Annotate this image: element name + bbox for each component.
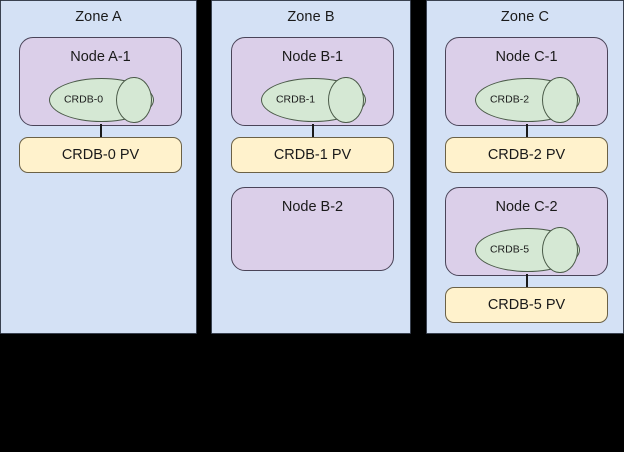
- pv-box-crdb-2[interactable]: CRDB-2 PV: [445, 137, 608, 173]
- cylinder-label-crdb-1: CRDB-1: [275, 93, 316, 106]
- pv-box-crdb-0[interactable]: CRDB-0 PV: [19, 137, 182, 173]
- cylinder-label-crdb-5: CRDB-5: [489, 243, 530, 256]
- pv-label-crdb-0: CRDB-0 PV: [61, 147, 140, 163]
- pv-box-crdb-5[interactable]: CRDB-5 PV: [445, 287, 608, 323]
- pv-box-crdb-1[interactable]: CRDB-1 PV: [231, 137, 394, 173]
- node-container-c-2[interactable]: Node C-2 CRDB-5: [445, 187, 608, 276]
- connector-node-c-1-to-pv: [526, 124, 528, 138]
- cylinder-label-crdb-2: CRDB-2: [489, 93, 530, 106]
- cylinder-cap: [542, 76, 578, 124]
- zone-title-c: Zone C: [500, 9, 550, 25]
- node-title-c-2: Node C-2: [495, 199, 558, 215]
- zone-title-a: Zone A: [75, 9, 122, 25]
- connector-node-a-1-to-pv: [100, 124, 102, 138]
- pv-label-crdb-5: CRDB-5 PV: [487, 297, 566, 313]
- cylinder-cap: [116, 76, 152, 124]
- database-cylinder-crdb-2[interactable]: CRDB-2: [475, 76, 580, 124]
- node-title-c-1: Node C-1: [495, 49, 558, 65]
- node-title-b-2: Node B-2: [281, 199, 344, 215]
- cylinder-cap: [328, 76, 364, 124]
- database-cylinder-crdb-5[interactable]: CRDB-5: [475, 226, 580, 274]
- node-title-b-1: Node B-1: [281, 49, 344, 65]
- pv-label-crdb-1: CRDB-1 PV: [273, 147, 352, 163]
- node-container-a-1[interactable]: Node A-1 CRDB-0: [19, 37, 182, 126]
- cylinder-cap: [542, 226, 578, 274]
- database-cylinder-crdb-0[interactable]: CRDB-0: [49, 76, 154, 124]
- database-cylinder-crdb-1[interactable]: CRDB-1: [261, 76, 366, 124]
- cylinder-label-crdb-0: CRDB-0: [63, 93, 104, 106]
- node-container-b-2[interactable]: Node B-2: [231, 187, 394, 271]
- connector-node-c-2-to-pv: [526, 274, 528, 288]
- connector-node-b-1-to-pv: [312, 124, 314, 138]
- node-container-b-1[interactable]: Node B-1 CRDB-1: [231, 37, 394, 126]
- zone-container-a[interactable]: Zone A Node A-1 CRDB-0 CRDB-0 PV: [0, 0, 197, 334]
- zone-title-b: Zone B: [287, 9, 335, 25]
- node-title-a-1: Node A-1: [70, 49, 131, 65]
- zone-container-b[interactable]: Zone B Node B-1 CRDB-1 CRDB-1 PV Node B-…: [211, 0, 411, 334]
- pv-label-crdb-2: CRDB-2 PV: [487, 147, 566, 163]
- node-container-c-1[interactable]: Node C-1 CRDB-2: [445, 37, 608, 126]
- zone-container-c[interactable]: Zone C Node C-1 CRDB-2 CRDB-2 PV Node C-…: [426, 0, 624, 334]
